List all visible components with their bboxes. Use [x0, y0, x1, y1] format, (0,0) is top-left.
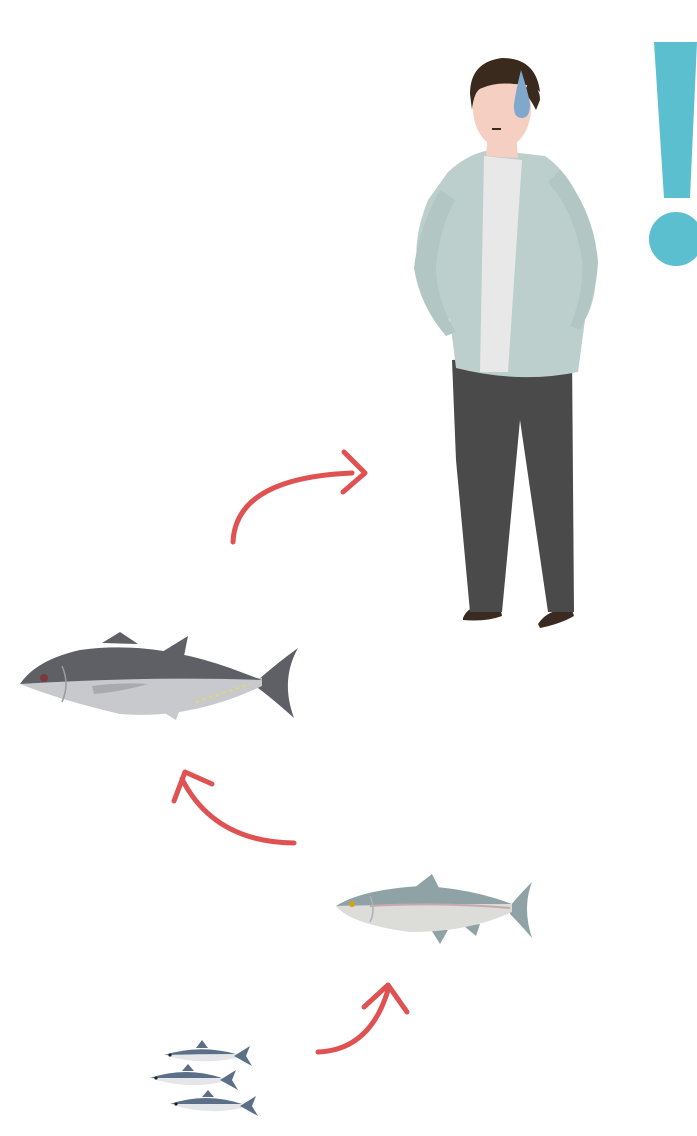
- exclamation-mark-icon: [649, 42, 697, 266]
- curved-arrow-icon-salmon-to-tuna: [174, 772, 294, 843]
- curved-arrow-icon-tuna-to-person: [233, 452, 365, 542]
- salmon-fish-icon: [336, 874, 532, 944]
- sardine-top: [164, 1040, 252, 1066]
- sardine-bottom: [170, 1090, 258, 1116]
- tuna-fish-icon: [20, 632, 298, 720]
- sardine-middle: [150, 1064, 238, 1090]
- curved-arrow-icon-sardine-to-salmon: [318, 985, 407, 1052]
- sardine-school-icon: [150, 1040, 258, 1116]
- worried-person-icon: [414, 58, 598, 628]
